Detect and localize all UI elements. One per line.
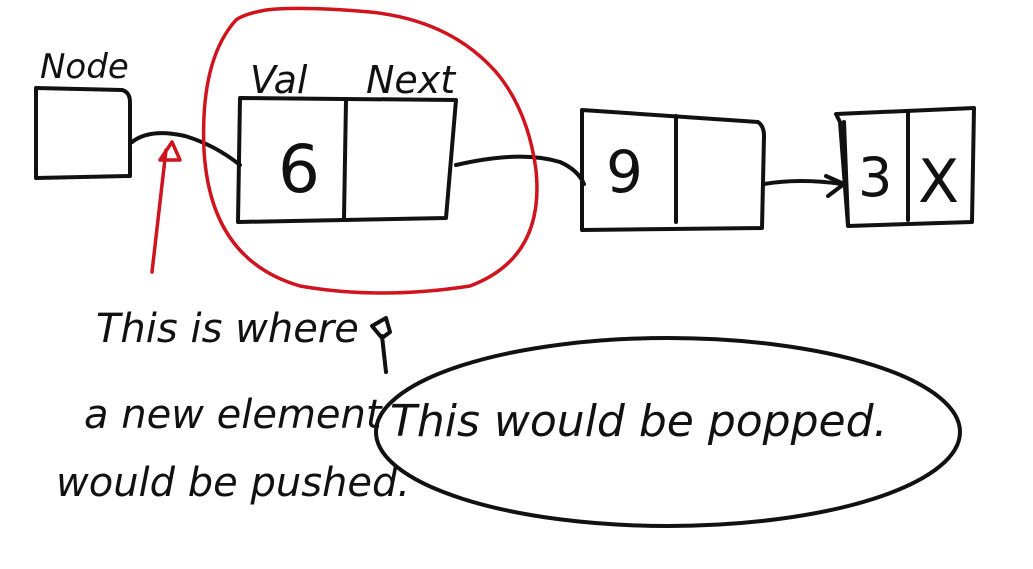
next-label: Next (366, 58, 457, 102)
push-annotation-line2: a new element (84, 392, 383, 438)
pop-annotation-text: This would be popped. (390, 396, 888, 447)
push-annotation-line3: would be pushed. (56, 460, 410, 506)
node2-to-node3-arrowhead (824, 174, 846, 198)
node-3-box (834, 106, 976, 228)
pop-annotation-ellipse (374, 336, 962, 528)
node-2-box (580, 108, 766, 232)
node2-to-node3-arrow (762, 179, 844, 186)
push-annotation-line1: This is where (96, 306, 359, 352)
pop-pointer-line (380, 334, 388, 374)
node-1-value: 6 (278, 131, 320, 208)
head-to-node1-arrow (130, 131, 242, 167)
node-3: 3 X (834, 106, 976, 228)
push-location-arrowhead (158, 140, 182, 162)
node-1: 6 (236, 96, 458, 224)
node-1-box (236, 96, 458, 224)
node-2: 9 (580, 108, 766, 232)
node-3-inner-edge (842, 120, 850, 226)
push-location-arrow (150, 148, 168, 274)
node-2-value: 9 (606, 138, 643, 206)
node-3-next: X (918, 147, 959, 217)
node-1-divider (342, 98, 348, 220)
pop-pointer-head (370, 316, 392, 340)
top-node-highlight-circle (201, 6, 539, 295)
node-3-value: 3 (858, 146, 892, 209)
val-label: Val (250, 58, 308, 102)
node1-to-node2-arrow (454, 154, 586, 186)
head-pointer-box (34, 86, 132, 180)
node-label: Node (40, 47, 129, 87)
